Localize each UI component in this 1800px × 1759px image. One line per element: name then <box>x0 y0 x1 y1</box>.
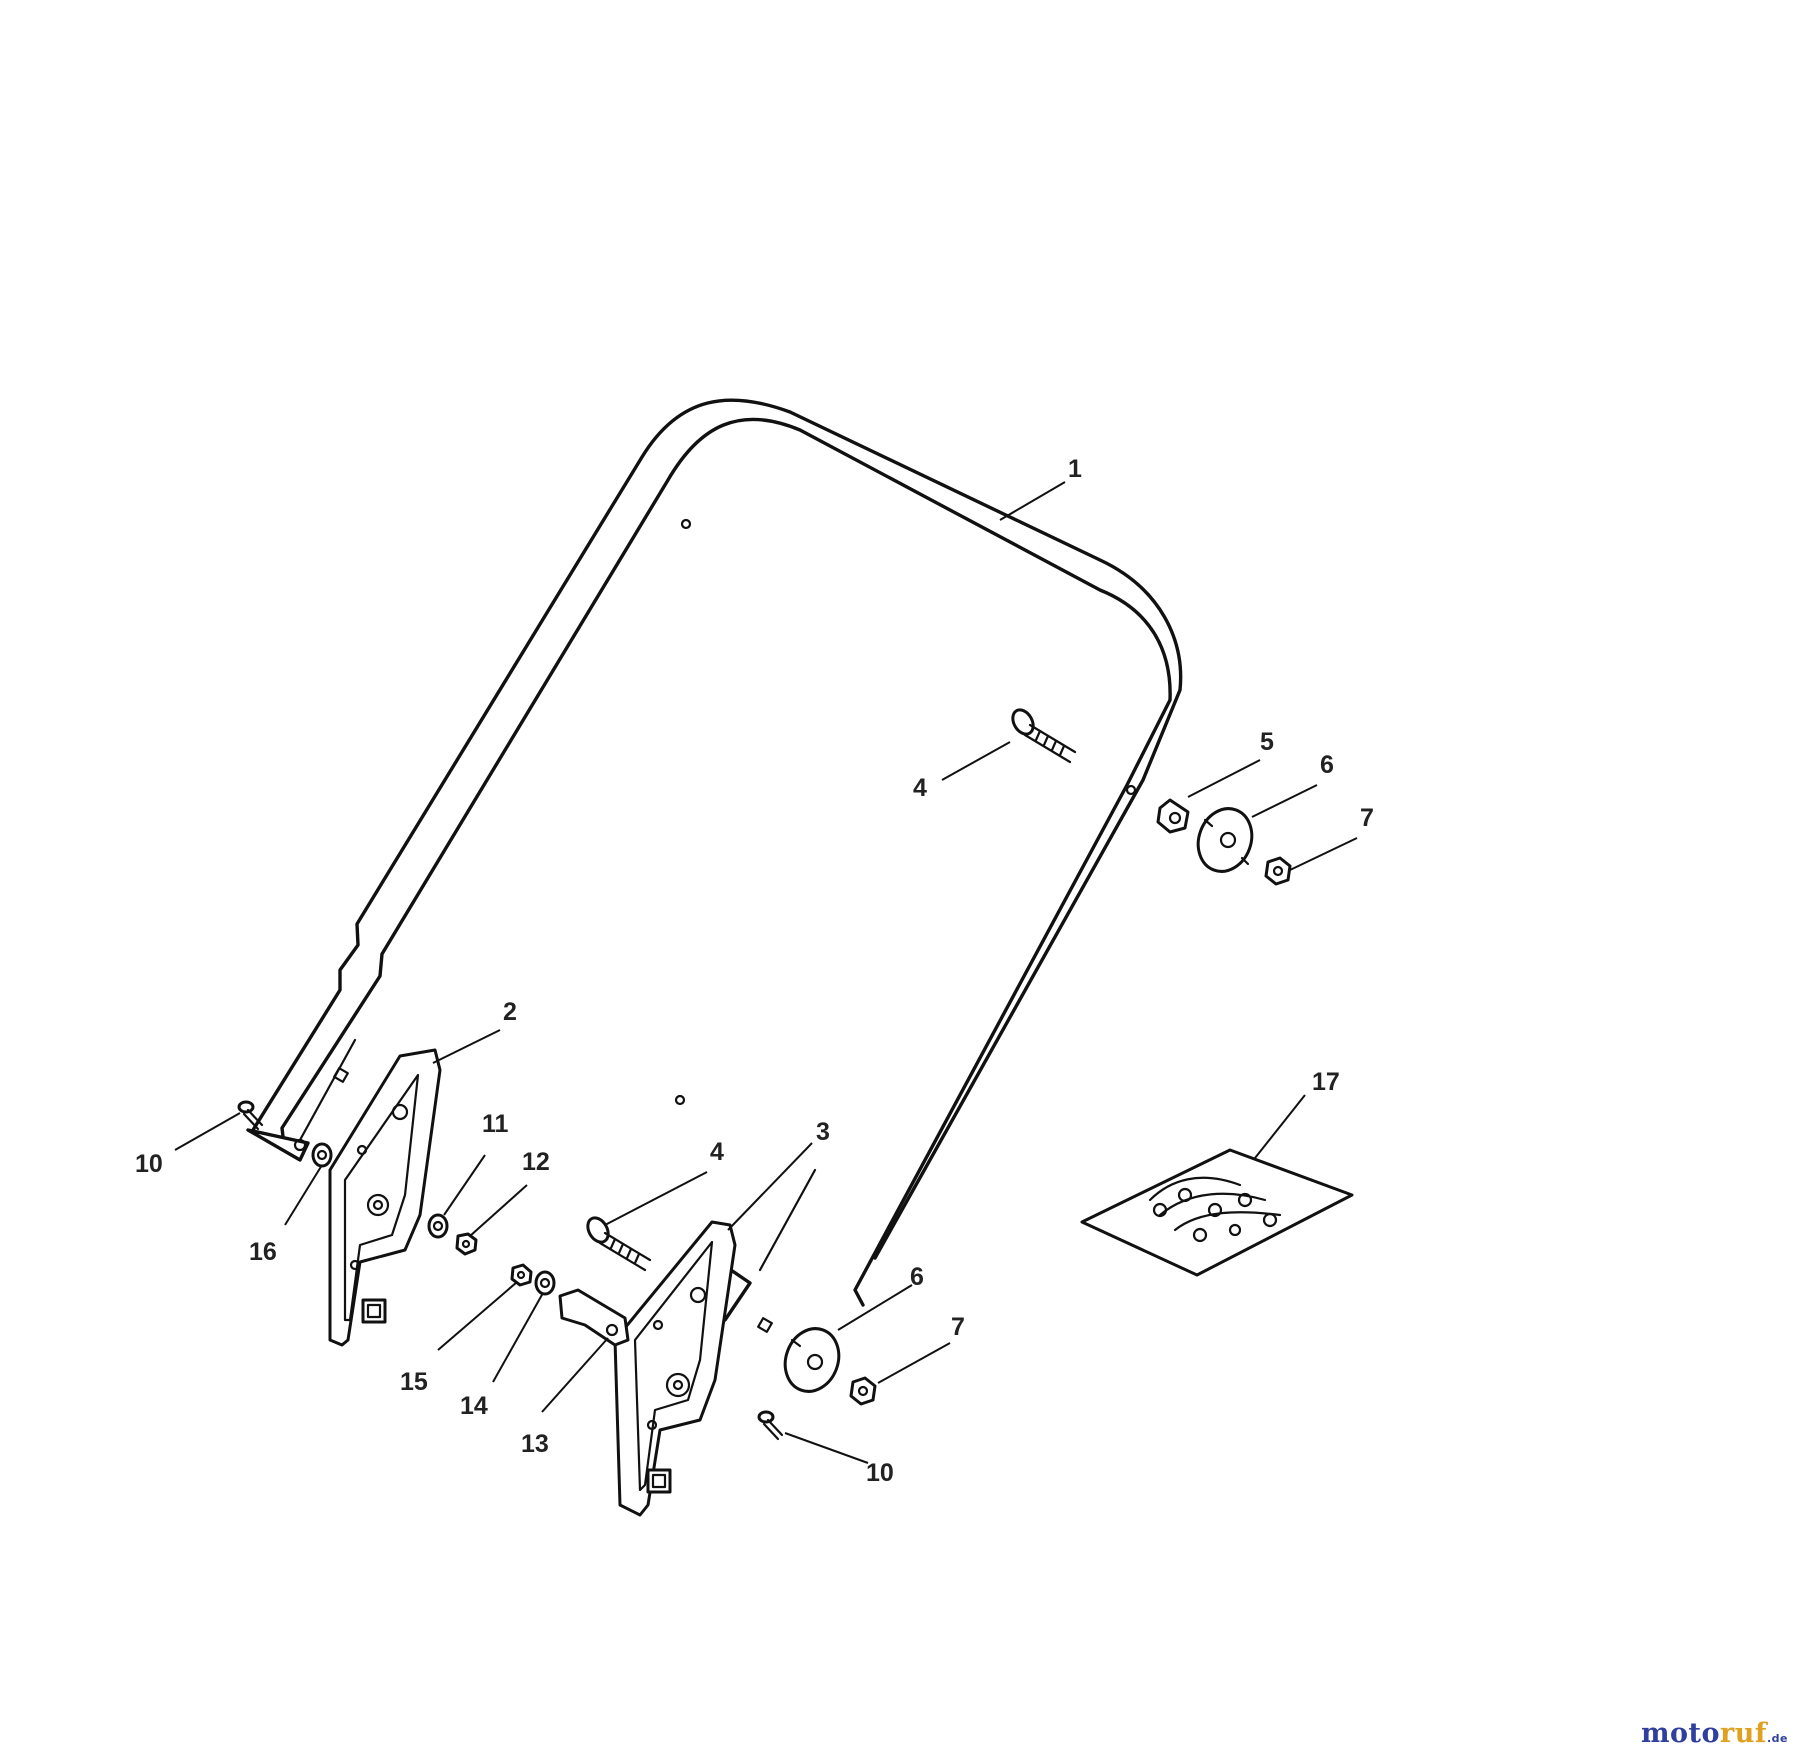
callout-11: 11 <box>482 1110 509 1138</box>
screw-right <box>757 1410 784 1441</box>
callout-6-upper: 6 <box>1320 751 1334 779</box>
callout-2: 2 <box>503 998 517 1026</box>
leader-lines <box>174 481 1358 1464</box>
nut-upper <box>1264 856 1292 886</box>
washer-11 <box>427 1213 449 1239</box>
callout-10-right: 10 <box>866 1459 894 1487</box>
hardware-bag <box>1080 1148 1354 1277</box>
logo-part-ruf: ruf <box>1720 1718 1767 1749</box>
callout-4-upper: 4 <box>913 774 927 802</box>
washer-16 <box>311 1142 333 1168</box>
left-bracket-plate <box>328 1048 442 1347</box>
nut-12 <box>455 1232 478 1256</box>
nut-15 <box>510 1263 533 1287</box>
callout-12: 12 <box>522 1148 550 1176</box>
callout-labels: 1 2 3 4 4 5 6 6 7 7 10 10 11 12 13 14 15… <box>135 455 1374 1487</box>
logo-part-moto: moto <box>1640 1718 1720 1749</box>
callout-13: 13 <box>521 1430 549 1458</box>
callout-10-left: 10 <box>135 1150 163 1178</box>
callout-5: 5 <box>1260 728 1274 756</box>
screw-left <box>237 1100 264 1131</box>
callout-7-upper: 7 <box>1360 804 1374 832</box>
callout-16: 16 <box>249 1238 277 1266</box>
tab-washer <box>1156 798 1190 834</box>
callout-15: 15 <box>400 1368 428 1396</box>
callout-7-lower: 7 <box>951 1313 965 1341</box>
nut-lower <box>849 1376 877 1406</box>
cam-lever <box>558 1288 630 1347</box>
callout-6-lower: 6 <box>910 1263 924 1291</box>
knob-washer-upper <box>1196 807 1254 873</box>
carriage-bolt-upper <box>1011 708 1077 764</box>
callout-1: 1 <box>1068 455 1082 483</box>
callout-4-lower: 4 <box>710 1138 724 1166</box>
right-bracket-plate <box>613 1220 737 1517</box>
knob-washer-lower <box>783 1327 841 1393</box>
callout-3: 3 <box>816 1118 830 1146</box>
callout-17: 17 <box>1312 1068 1340 1096</box>
logo-suffix: .de <box>1766 1732 1788 1745</box>
carriage-bolt-lower <box>586 1216 652 1272</box>
motoruf-logo: motoruf.de <box>1641 1718 1788 1749</box>
washer-14 <box>534 1270 556 1296</box>
callout-14: 14 <box>460 1392 488 1420</box>
